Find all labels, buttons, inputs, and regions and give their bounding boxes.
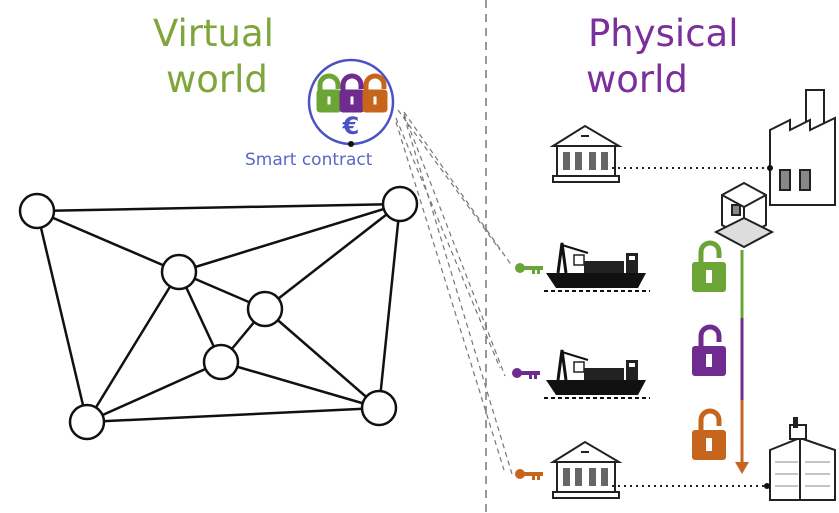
green-key-icon bbox=[515, 263, 543, 274]
network-node bbox=[160, 253, 198, 291]
cargo-ship-icon bbox=[542, 241, 652, 293]
euro-icon: € bbox=[342, 112, 360, 140]
virtual-world-title-line1: Virtual bbox=[153, 12, 274, 55]
smart-contract-label: Smart contract bbox=[245, 150, 373, 170]
network-node bbox=[18, 192, 56, 230]
cargo-pallet-icon bbox=[713, 181, 775, 249]
bank-icon bbox=[552, 441, 620, 499]
flow-arrowhead bbox=[735, 462, 749, 474]
virtual-world-title-line2: world bbox=[166, 58, 268, 101]
contract-anchor-dot bbox=[348, 141, 354, 147]
orange-open-lock-icon bbox=[692, 408, 726, 460]
contract-links bbox=[395, 109, 513, 475]
green-open-lock-icon bbox=[692, 240, 726, 292]
bank-icon bbox=[552, 125, 620, 183]
network-node bbox=[381, 185, 419, 223]
factory-icon bbox=[769, 89, 836, 206]
physical-world-title-line2: world bbox=[586, 58, 688, 101]
physical-world-title-line1: Physical bbox=[588, 12, 739, 55]
network-node bbox=[68, 403, 106, 441]
network-node bbox=[246, 290, 284, 328]
office-building-icon bbox=[769, 417, 836, 501]
network-edges bbox=[35, 202, 402, 424]
purple-open-lock-icon bbox=[692, 324, 726, 376]
orange-key-icon bbox=[515, 469, 543, 480]
cargo-ship-icon bbox=[542, 348, 652, 400]
purple-key-icon bbox=[512, 368, 540, 379]
network-node bbox=[202, 343, 240, 381]
network-node bbox=[360, 389, 398, 427]
